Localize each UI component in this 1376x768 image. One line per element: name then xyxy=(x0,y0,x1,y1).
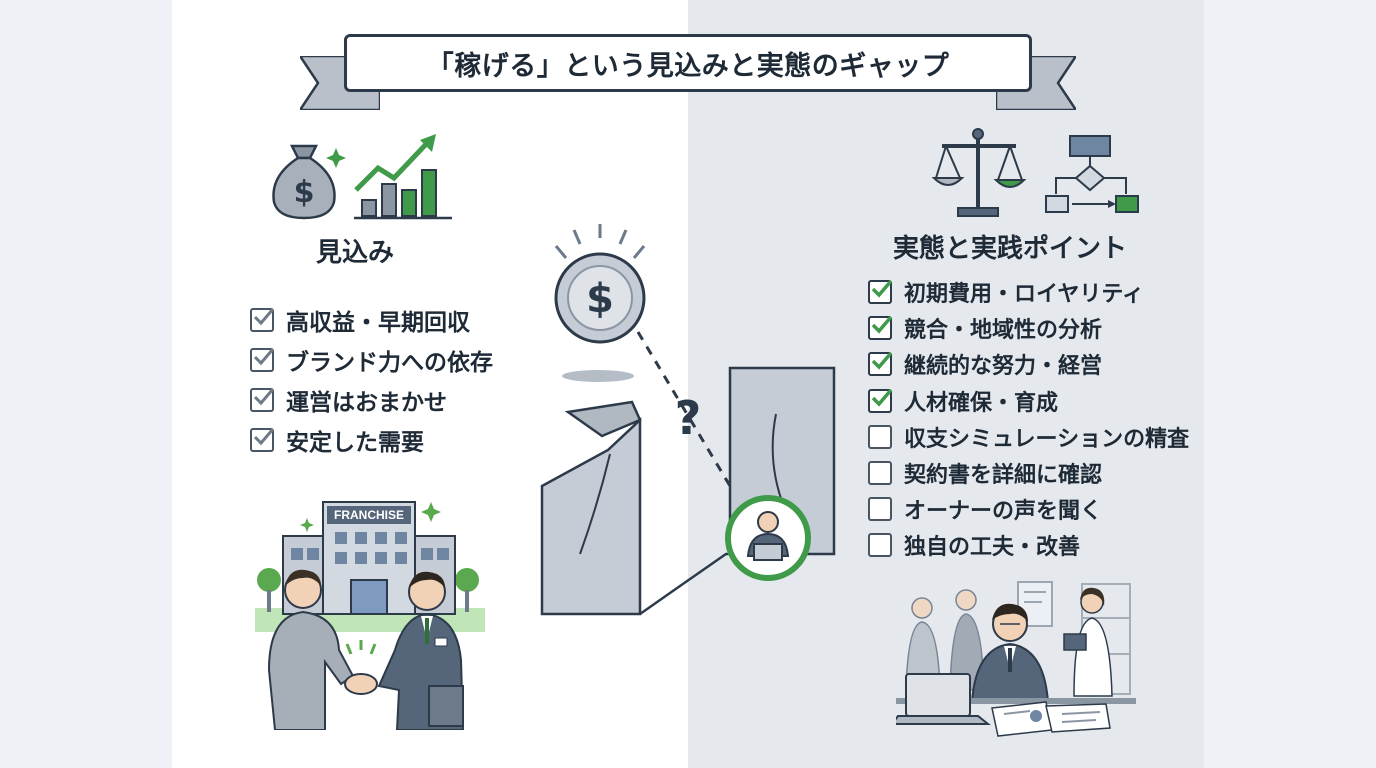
worker-in-circle-icon xyxy=(725,495,811,581)
checklist-item: 契約書を詳細に確認 xyxy=(868,455,1189,491)
expectation-heading: 見込み xyxy=(316,238,395,268)
sparkle-icon xyxy=(421,502,441,522)
documents-icon xyxy=(991,701,1111,737)
reality-checklist: 初期費用・ロイヤリティ 競合・地域性の分析 継続的な努力・経営 人材確保・育成 … xyxy=(868,274,1189,564)
flowchart-icon xyxy=(1045,135,1139,213)
list-item: ブランド力への依存 xyxy=(250,340,493,380)
checkbox[interactable] xyxy=(250,348,275,372)
svg-text:$: $ xyxy=(294,175,315,210)
dollar-coin-icon: $ xyxy=(554,252,646,344)
gap-illustration: $ ? xyxy=(540,224,836,616)
money-bag-icon: $ xyxy=(272,144,336,220)
sparkle-icon xyxy=(300,518,314,532)
checkbox[interactable] xyxy=(250,308,275,332)
sparkle-icon xyxy=(326,148,346,168)
checkbox-checked[interactable] xyxy=(868,279,893,305)
bar-chart-icon xyxy=(354,134,452,220)
person-at-desk-icon xyxy=(970,603,1050,703)
checklist-item-checked: 競合・地域性の分析 xyxy=(868,310,1189,346)
money-growth-icon: $ xyxy=(272,134,452,220)
checklist-item: オーナーの声を聞く xyxy=(868,491,1189,527)
person-with-tablet-icon xyxy=(1063,587,1113,697)
franchise-sign: FRANCHISE xyxy=(333,508,404,522)
tree-icon xyxy=(257,568,281,612)
checklist-item: 収支シミュレーションの精査 xyxy=(868,419,1189,455)
cliff-left-icon xyxy=(540,400,642,616)
checkbox[interactable] xyxy=(868,461,892,486)
checkbox[interactable] xyxy=(868,497,892,522)
checkbox[interactable] xyxy=(868,533,892,558)
list-item: 高収益・早期回収 xyxy=(250,300,493,340)
checkbox[interactable] xyxy=(250,388,275,412)
question-mark: ? xyxy=(675,391,702,445)
checkbox-checked[interactable] xyxy=(868,316,893,341)
coin-shadow xyxy=(562,370,634,382)
franchise-handshake-illustration xyxy=(255,501,485,730)
balance-scale-icon xyxy=(932,128,1027,217)
handshake-icon xyxy=(344,673,378,695)
checklist-item-checked: 人材確保・育成 xyxy=(868,383,1189,419)
desk xyxy=(896,698,1136,704)
wall-chart-icon xyxy=(1017,581,1053,627)
list-item: 運営はおまかせ xyxy=(250,380,493,420)
checklist-item: 独自の工夫・改善 xyxy=(868,527,1189,563)
laptop-icon xyxy=(896,673,991,725)
checkbox-checked[interactable] xyxy=(868,388,893,413)
title-banner: 「稼げる」という見込みと実態のギャップ xyxy=(344,34,1032,92)
checkbox[interactable] xyxy=(250,428,275,452)
page-title: 「稼げる」という見込みと実態のギャップ xyxy=(426,50,950,82)
checkbox[interactable] xyxy=(868,424,892,449)
person-suit-icon xyxy=(377,571,465,730)
shine-lines-icon xyxy=(554,224,646,259)
checklist-item-checked: 初期費用・ロイヤリティ xyxy=(868,274,1189,310)
dashed-path xyxy=(636,331,738,497)
office-work-illustration xyxy=(896,581,1136,737)
scale-flow-icon xyxy=(932,128,1139,217)
svg-text:$: $ xyxy=(586,276,614,322)
tree-icon xyxy=(455,568,479,612)
checkbox-checked[interactable] xyxy=(868,352,893,377)
spark-lines-icon xyxy=(345,640,377,655)
reality-heading: 実態と実践ポイント xyxy=(893,234,1128,264)
expectation-list: 高収益・早期回収 ブランド力への依存 運営はおまかせ 安定した需要 xyxy=(250,300,493,460)
gap-outline xyxy=(639,552,730,616)
list-item: 安定した需要 xyxy=(250,420,493,460)
checklist-item-checked: 継続的な努力・経営 xyxy=(868,346,1189,382)
